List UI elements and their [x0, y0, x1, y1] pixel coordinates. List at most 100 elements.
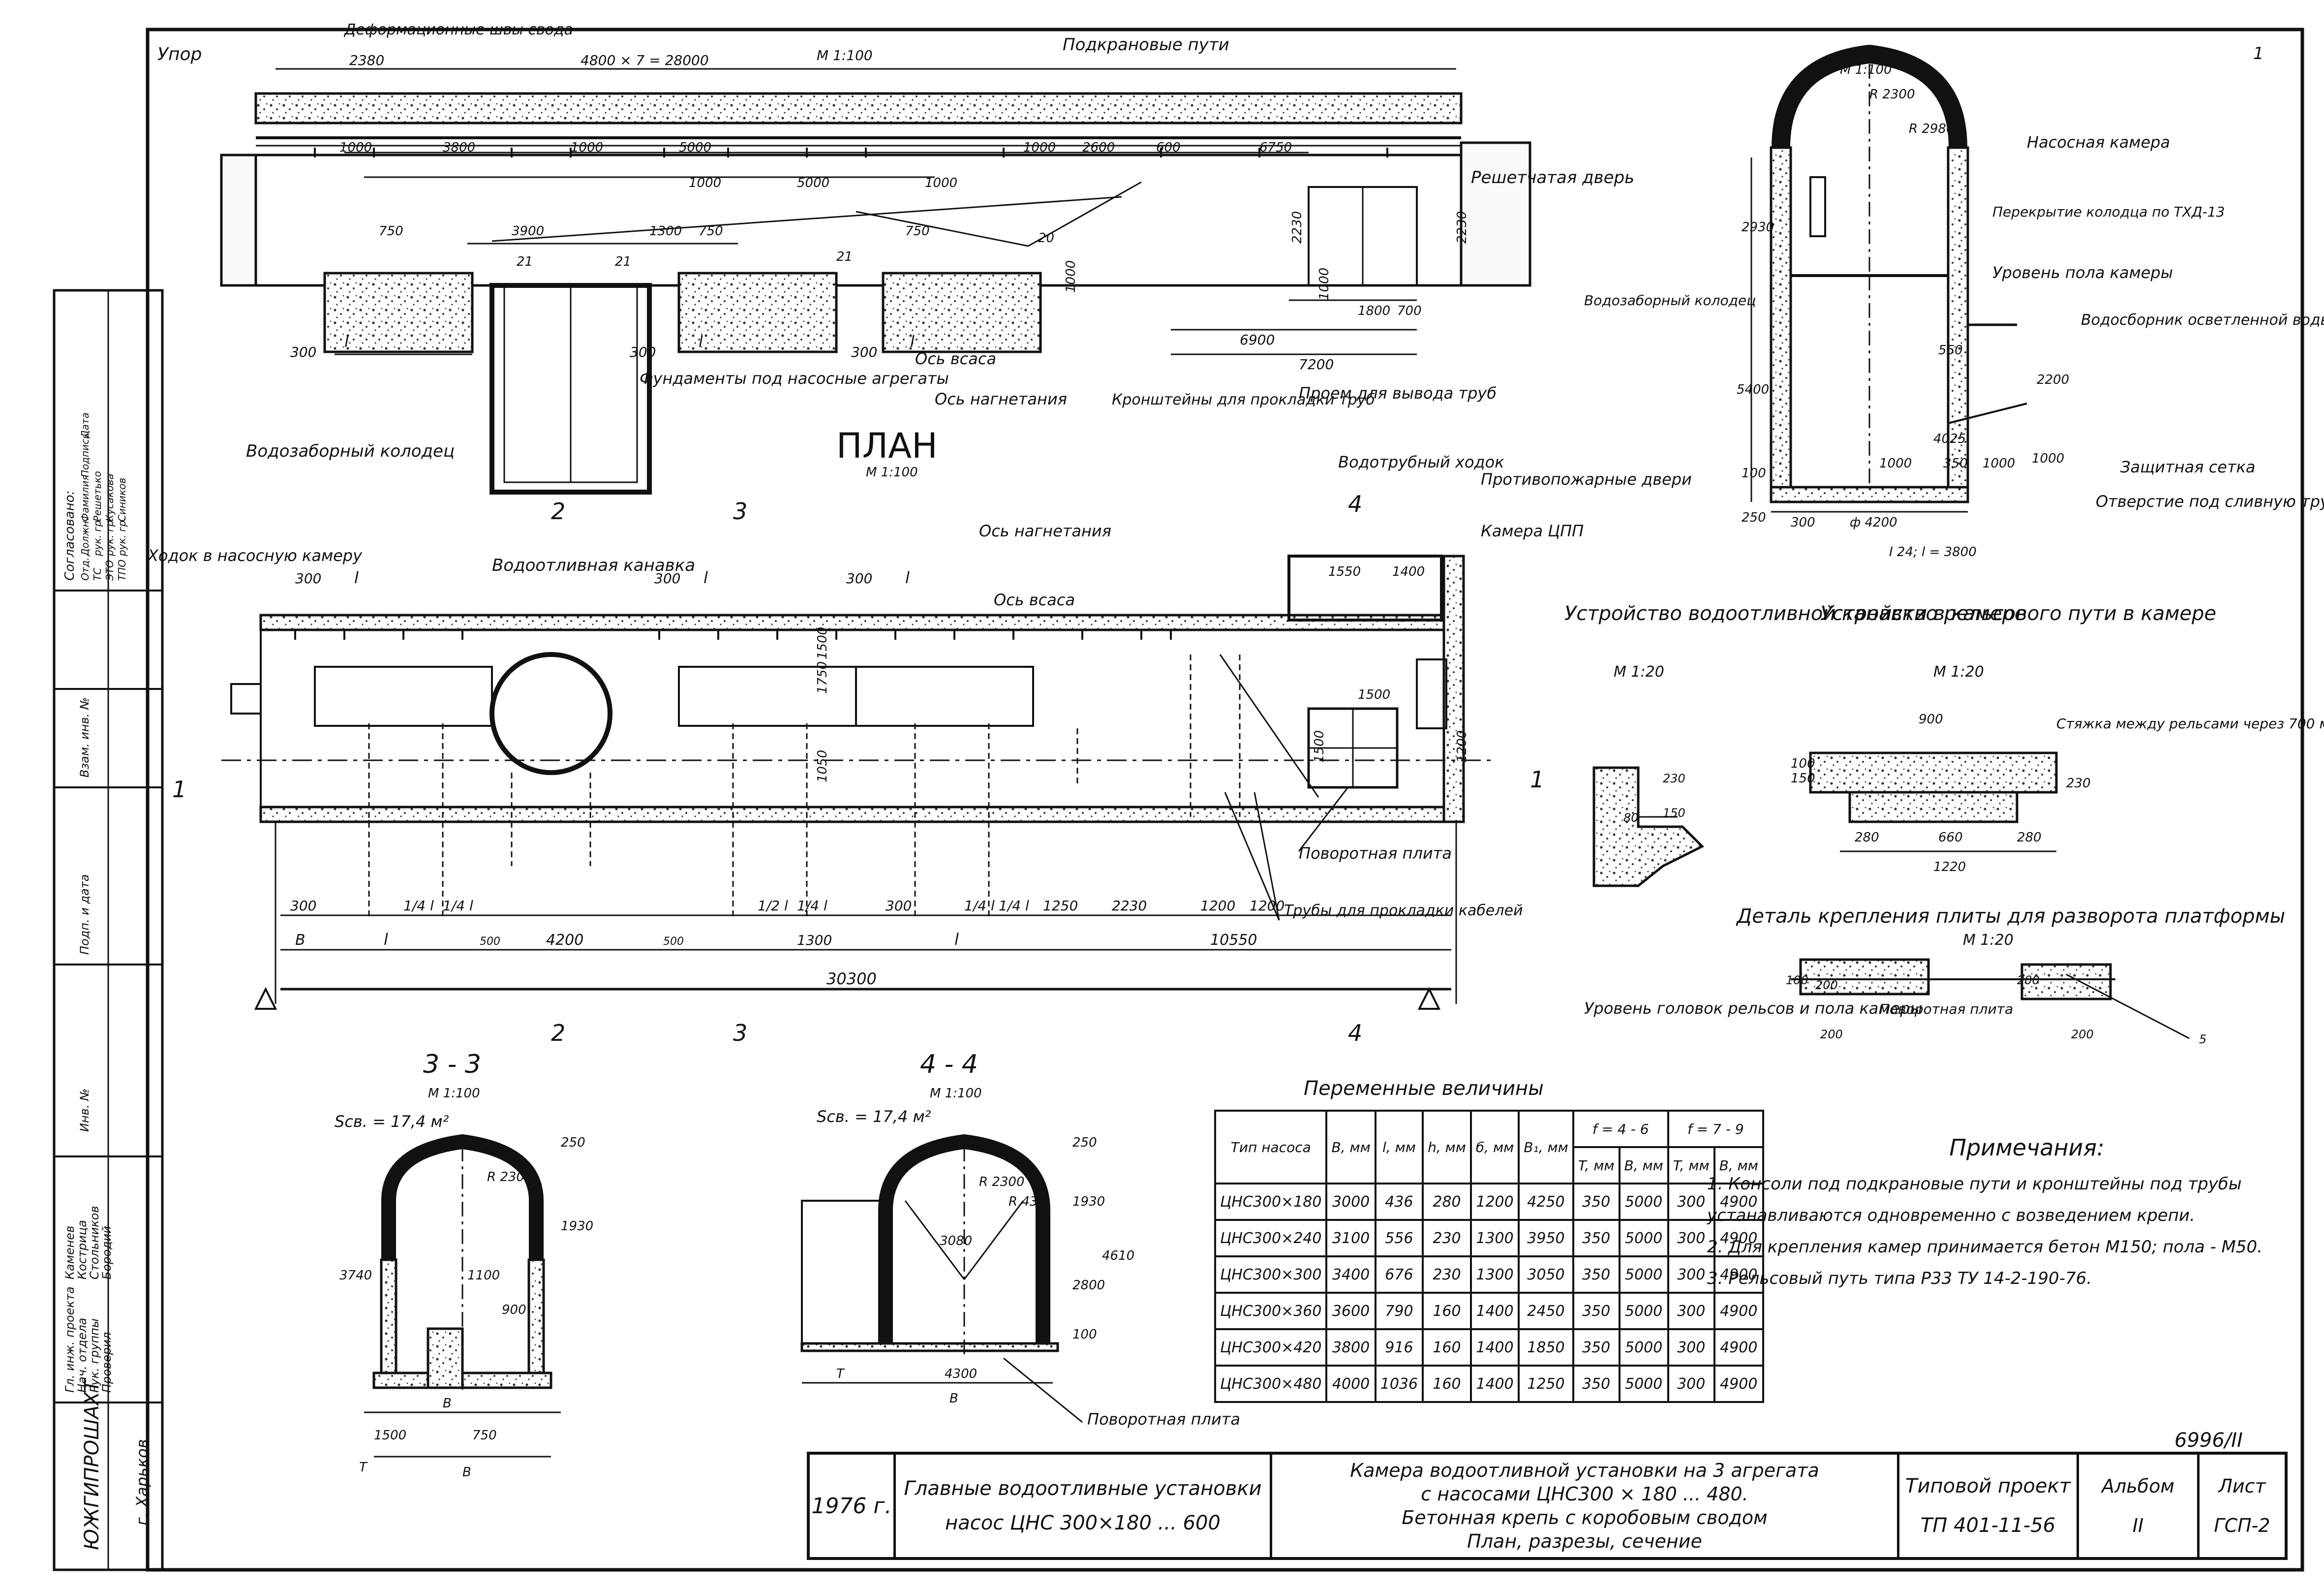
svg-text:200: 200 [1820, 1028, 1843, 1041]
table-cell: 3400 [1325, 1255, 1376, 1294]
detail-channel-dims: 230 150 80 [1623, 772, 1685, 825]
dim-top: 1000 [571, 140, 603, 155]
table-cell: 300 [1667, 1365, 1715, 1403]
table-cell: 5000 [1618, 1183, 1669, 1221]
detail-rail-scale: М 1:20 [1933, 663, 1984, 681]
svg-text:Взам. инв. №: Взам. инв. № [78, 697, 92, 778]
label-turn-plate-section: Поворотная плита [1087, 1410, 1240, 1429]
svg-text:1000: 1000 [1879, 456, 1912, 471]
svg-text:150: 150 [1663, 806, 1685, 820]
note-item: 2. Для крепления камер принимается бетон… [1707, 1237, 2263, 1257]
table-cell: 1300 [1469, 1219, 1520, 1257]
svg-text:750: 750 [472, 1428, 497, 1443]
label-suction-axis: Ось всаса [915, 349, 996, 368]
table-cell: 350 [1572, 1219, 1621, 1257]
label-crane-rails: Подкрановые пути [1063, 35, 1229, 55]
label-joints: Деформационные швы свода [343, 21, 573, 38]
table-cell: 3100 [1325, 1219, 1376, 1257]
table-cell: 3600 [1325, 1292, 1376, 1330]
title-line: План, разрезы, сечение [1467, 1530, 1702, 1552]
detail-channel-title: Устройство водоотливной канавки в камере [1564, 602, 2027, 625]
dim-plan: 30300 [826, 969, 877, 988]
svg-text:100: 100 [1786, 973, 1808, 987]
dim-plan: 500 [480, 935, 500, 948]
dim-plan: 300 [654, 570, 680, 587]
upper-longitudinal-view [220, 68, 1531, 495]
section-4-4-drawing [800, 1134, 1083, 1423]
label-intake-well: Водозаборный колодец [246, 441, 455, 461]
table-cell: 1250 [1518, 1365, 1574, 1403]
svg-text:Подпись: Подпись [79, 433, 91, 477]
plan-title: ПЛАН [836, 426, 938, 466]
col-header: l, мм [1374, 1110, 1424, 1184]
table-cell: 5000 [1618, 1255, 1669, 1294]
svg-text:ТС: ТС [92, 568, 103, 581]
roof-slab [254, 92, 1463, 125]
table-cell: 916 [1374, 1328, 1424, 1367]
svg-text:230: 230 [1663, 772, 1685, 785]
label-stop: Упор [157, 44, 202, 64]
dim-plan: 500 [663, 935, 684, 948]
detail-plate-dims: 100 200 200 200 200 5 [1786, 973, 2206, 1046]
svg-text:100: 100 [1742, 466, 1766, 481]
pipe-passage-plan [1287, 555, 1443, 622]
table-cell: ЦНС300×420 [1214, 1328, 1328, 1367]
dim-top: 3900 [512, 224, 544, 239]
svg-text:Фамилия: Фамилия [79, 475, 91, 522]
svg-text:200: 200 [2017, 973, 2040, 987]
label-pump-chamber: Насосная камера [2027, 133, 2170, 152]
svg-text:1930: 1930 [561, 1219, 593, 1234]
svg-text:Проверил: Проверил [100, 1332, 114, 1393]
dim-plan: l [354, 568, 359, 587]
label-cable-pipes: Трубы для прокладки кабелей [1284, 902, 1523, 919]
dim-plan: 1200 [1455, 730, 1469, 763]
svg-text:1220: 1220 [1933, 860, 1966, 874]
svg-text:R 430: R 430 [1009, 1194, 1046, 1209]
dim-plan: 1200 [1250, 898, 1284, 914]
org-city: г. Харьков [133, 1439, 152, 1526]
label-plate: Поворотная плита [1879, 1001, 2013, 1017]
detail-plate-scale: М 1:20 [1963, 932, 2014, 949]
dim-top: 300 [630, 344, 656, 360]
table-cell: 4000 [1325, 1365, 1376, 1403]
detail-rail-dims: 900 150 100 230 280 660 280 1220 [1791, 712, 2091, 874]
svg-text:300: 300 [1791, 515, 1815, 530]
project-number: ТП 401-11-56 [1920, 1514, 2056, 1537]
svg-text:B: B [443, 1396, 452, 1411]
label-foundations: Фундаменты под насосные агрегаты [640, 369, 949, 388]
svg-text:Бородий: Бородий [100, 1226, 114, 1279]
detail-rail-tie: Стяжка между рельсами через 700 мм [2056, 716, 2324, 732]
svg-text:4: 4 [1348, 491, 1362, 517]
dim-top: 2230 [1455, 211, 1469, 244]
dim-plan: 300 [290, 898, 316, 914]
svg-text:2200: 2200 [2037, 373, 2069, 387]
table-cell: 5000 [1618, 1328, 1669, 1367]
svg-text:Согласовано:: Согласовано: [62, 491, 77, 581]
table-cell: ЦНС300×240 [1214, 1219, 1328, 1257]
dim-plan: 1550 [1328, 564, 1361, 579]
svg-text:250: 250 [1742, 510, 1766, 525]
svg-text:660: 660 [1938, 830, 1963, 845]
album-number: II [2132, 1515, 2144, 1536]
svg-text:Сиников: Сиников [116, 478, 128, 522]
dim-top: 750 [699, 224, 723, 239]
svg-text:550: 550 [1938, 343, 1963, 358]
label-drain-hole: Отверстие под сливную трубу [2096, 492, 2324, 511]
dim-plan: l [954, 930, 959, 949]
svg-text:100: 100 [1791, 756, 1815, 771]
svg-text:5400: 5400 [1737, 382, 1769, 397]
album-label: Альбом [2101, 1475, 2175, 1497]
dim-top: 1300 [649, 224, 682, 239]
table-cell: 3000 [1325, 1183, 1376, 1221]
table-header-row: Тип насоса B, мм l, мм h, мм б, мм B₁, м… [1214, 1110, 1764, 1184]
svg-text:Инв. №: Инв. № [78, 1089, 92, 1132]
table-cell: 1036 [1374, 1365, 1424, 1403]
dim-top: 750 [379, 224, 403, 239]
dim-top: 1000 [925, 176, 957, 190]
title-block-year: 1976 г. [810, 1455, 896, 1557]
sheet-label: Лист [2218, 1475, 2266, 1497]
svg-text:4610: 4610 [1102, 1248, 1134, 1263]
label-pipe-passage: Водотрубный ходок [1338, 453, 1504, 471]
table-cell: 350 [1572, 1255, 1621, 1294]
section-marks: 1 1 2 2 3 3 4 4 [172, 491, 1544, 1046]
